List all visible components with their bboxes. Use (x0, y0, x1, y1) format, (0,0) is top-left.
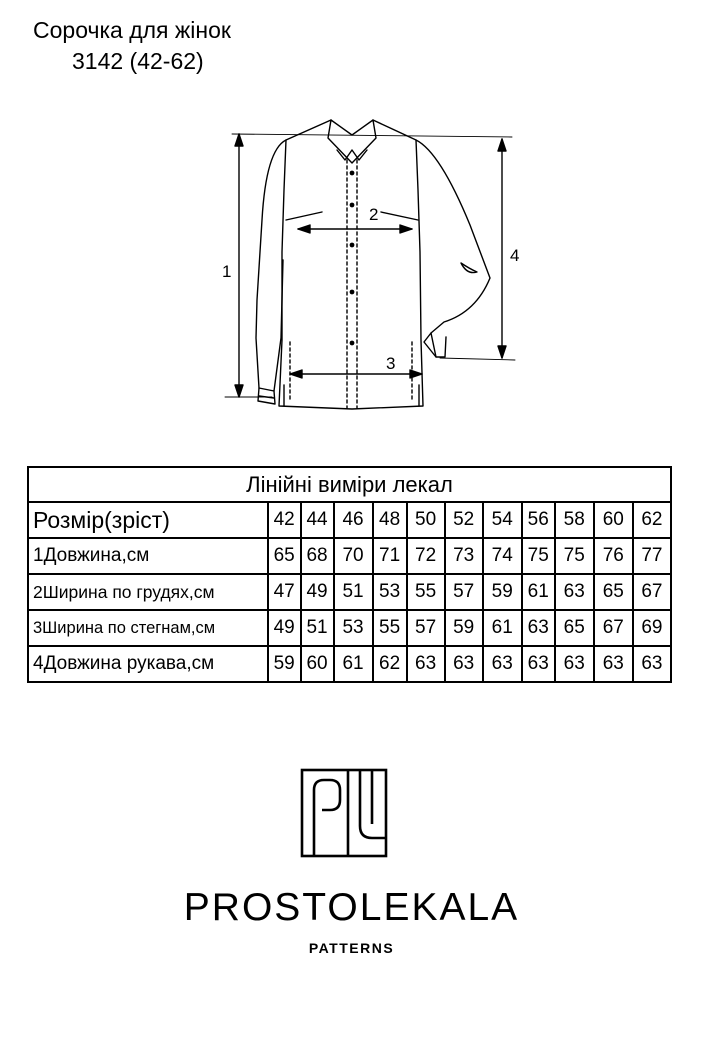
value-cell: 63 (553, 645, 595, 683)
value-cell: 63 (553, 573, 595, 611)
value-cell: 57 (443, 573, 484, 611)
value-cell: 63 (631, 645, 673, 683)
size-cell: 46 (332, 501, 374, 539)
shirt-body-outline (278, 119, 424, 410)
shirt-button (349, 202, 355, 208)
value-cell: 51 (332, 573, 374, 611)
value-cell: 53 (371, 573, 408, 611)
table-caption: Лінійні виміри лекал (27, 466, 672, 503)
value-cell: 72 (405, 537, 446, 575)
value-cell: 77 (631, 537, 673, 575)
value-cell: 67 (592, 609, 634, 647)
brand-name: PROSTOLEKALA (183, 886, 520, 929)
shirt-right-dart (380, 211, 419, 221)
measure-marker-3: 3 (386, 354, 395, 373)
shirt-button (349, 289, 355, 295)
size-cell: 48 (371, 501, 408, 539)
value-cell: 59 (443, 609, 484, 647)
value-cell: 65 (592, 573, 634, 611)
size-cell: 50 (405, 501, 446, 539)
row-label: 1Довжина,см (27, 537, 269, 575)
value-cell: 62 (371, 645, 408, 683)
value-cell: 47 (266, 573, 302, 611)
measurements-table: Лінійні виміри лекал Розмір(зріст) 42 44… (27, 466, 673, 683)
brand-logo-icon (300, 768, 388, 858)
value-cell: 63 (520, 609, 556, 647)
value-cell: 76 (592, 537, 634, 575)
size-cell: 58 (553, 501, 595, 539)
shirt-placket (346, 159, 358, 409)
value-cell: 61 (481, 609, 523, 647)
table-row-sizes: Розмір(зріст) 42 44 46 48 50 52 54 56 58… (27, 501, 673, 539)
value-cell: 59 (481, 573, 523, 611)
size-label: Розмір(зріст) (27, 501, 269, 539)
value-cell: 55 (371, 609, 408, 647)
value-cell: 74 (481, 537, 523, 575)
value-cell: 63 (592, 645, 634, 683)
size-cell: 54 (481, 501, 523, 539)
value-cell: 63 (443, 645, 484, 683)
value-cell: 63 (405, 645, 446, 683)
measure-marker-1: 1 (222, 262, 231, 281)
shirt-right-sleeve (415, 139, 491, 358)
size-cell: 42 (266, 501, 302, 539)
shirt-left-dart (285, 211, 323, 221)
value-cell: 53 (332, 609, 374, 647)
shirt-technical-drawing: 1 2 3 4 (222, 119, 519, 410)
value-cell: 68 (299, 537, 335, 575)
measure-marker-2: 2 (369, 205, 378, 224)
value-cell: 63 (481, 645, 523, 683)
value-cell: 55 (405, 573, 446, 611)
row-label: 4Довжина рукава,см (27, 645, 269, 683)
value-cell: 61 (332, 645, 374, 683)
value-cell: 75 (553, 537, 595, 575)
value-cell: 70 (332, 537, 374, 575)
value-cell: 69 (631, 609, 673, 647)
shirt-button (349, 242, 355, 248)
value-cell: 61 (520, 573, 556, 611)
size-cell: 56 (520, 501, 556, 539)
row-label: 2Ширина по грудях,см (27, 573, 269, 611)
size-cell: 52 (443, 501, 484, 539)
value-cell: 65 (266, 537, 302, 575)
shirt-collar (327, 119, 377, 164)
measure-marker-4: 4 (510, 246, 519, 265)
value-cell: 73 (443, 537, 484, 575)
value-cell: 49 (266, 609, 302, 647)
value-cell: 71 (371, 537, 408, 575)
table-row: 3Ширина по стегнам,см 49 51 53 55 57 59 … (27, 609, 673, 647)
value-cell: 51 (299, 609, 335, 647)
value-cell: 75 (520, 537, 556, 575)
product-code: 3142 (42-62) (72, 48, 204, 74)
size-cell: 44 (299, 501, 335, 539)
value-cell: 67 (631, 573, 673, 611)
table-row: 1Довжина,см 65 68 70 71 72 73 74 75 75 7… (27, 537, 673, 575)
value-cell: 63 (520, 645, 556, 683)
product-title: Сорочка для жінок (33, 17, 231, 43)
value-cell: 57 (405, 609, 446, 647)
value-cell: 60 (299, 645, 335, 683)
size-cell: 60 (592, 501, 634, 539)
row-label: 3Ширина по стегнам,см (27, 609, 269, 647)
table-row: 4Довжина рукава,см 59 60 61 62 63 63 63 … (27, 645, 673, 683)
brand-subtitle: PATTERNS (308, 940, 395, 956)
shirt-button (349, 170, 355, 176)
value-cell: 65 (553, 609, 595, 647)
shirt-button (349, 340, 355, 346)
value-cell: 59 (266, 645, 302, 683)
size-cell: 62 (631, 501, 673, 539)
table-row: 2Ширина по грудях,см 47 49 51 53 55 57 5… (27, 573, 673, 611)
value-cell: 49 (299, 573, 335, 611)
